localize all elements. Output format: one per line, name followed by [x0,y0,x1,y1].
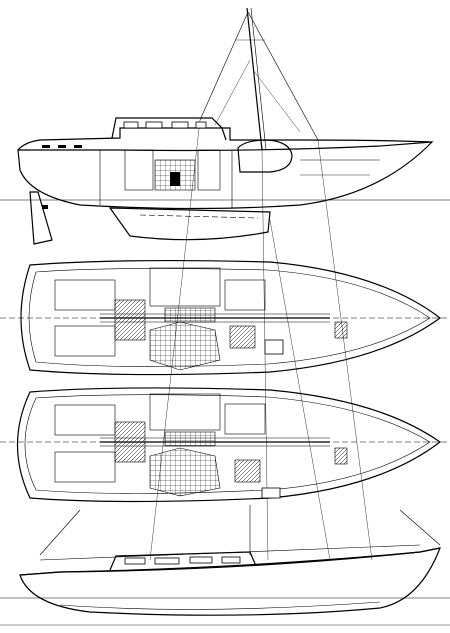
mast [246,7,263,151]
port-aft-3 [74,145,82,148]
hull-plan-b [17,387,442,503]
aft-cabin-stbd-a [54,325,116,357]
head-a [224,279,266,311]
plan-layout-b-view [0,387,450,503]
hanging-locker-b [234,459,261,483]
profile-exterior-view [0,505,450,626]
head-b [224,403,266,435]
cabin-sole-a [164,307,216,323]
engine-a [114,299,146,341]
backstay [199,11,249,121]
port-light-4 [195,121,207,129]
port-light-3 [171,121,189,129]
hull-plan-a [20,259,442,376]
mast-aft-edge [250,7,267,151]
toilet-a [264,339,284,355]
cabin-sole-b [164,431,216,447]
ext-port-1 [124,557,146,565]
profile-interior-view [0,117,450,245]
forward-cabin-block [237,139,293,173]
galley-block [124,149,154,191]
aft-cabin-port-a [54,279,116,311]
ext-port-3 [189,556,213,564]
aft-cabin-stbd-b [54,451,116,483]
boot-stripe [59,601,381,610]
sheer-exterior [19,547,441,576]
plan-layout-a-view [0,259,450,376]
ext-port-4 [221,556,241,564]
saloon-table-b [149,447,221,497]
aft-cabin-port-b [54,404,116,436]
cabin-exterior [109,551,257,571]
keel [108,207,271,241]
prop [42,205,48,209]
hull-inner-b [24,394,431,494]
port-light-2 [145,121,163,129]
lifeline [39,544,421,561]
ext-port-2 [154,557,180,565]
port-light-1 [123,121,139,129]
companionway-steps [170,172,180,186]
saloon-settee-port-a [149,267,221,307]
hull-inner-a [28,268,431,367]
port-aft-1 [42,145,50,148]
port-aft-2 [58,145,66,148]
chain-locker-b [334,447,348,465]
hanging-locker-a [229,325,256,349]
nav-station [197,149,221,191]
rudder [29,191,53,245]
construction-line-4 [269,219,331,561]
chain-locker-a [334,321,348,339]
saloon-table-a [149,321,221,371]
shroud-fwd [252,69,301,133]
saloon-settee-port-b [149,393,221,431]
forestay-lower [399,509,441,546]
ballast-line [139,214,259,219]
toilet-b [261,487,281,499]
cabin-trunk [111,117,227,141]
construction-line-2 [317,139,373,561]
hull-outline [17,141,434,210]
hull-exterior [19,547,441,616]
shroud [214,59,251,126]
backstay-lower [39,509,81,556]
forestay [247,11,319,141]
